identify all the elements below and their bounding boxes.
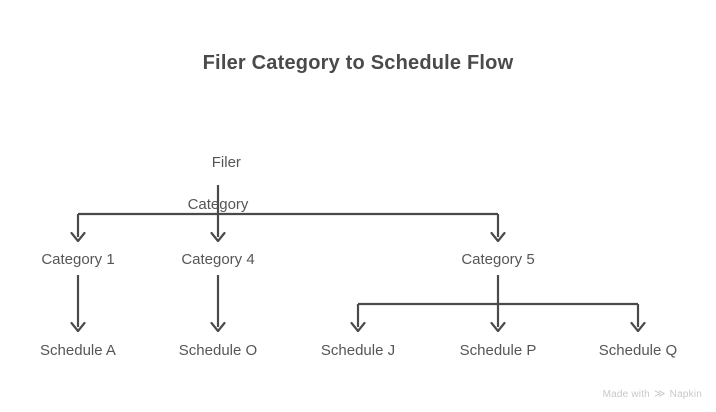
page-title: Filer Category to Schedule Flow <box>202 52 514 74</box>
arrowhead-to-schedule-q <box>630 321 646 333</box>
arrowhead-to-schedule-j <box>350 321 366 333</box>
arrowhead-to-schedule-a <box>70 321 86 333</box>
node-schedule-o[interactable]: Schedule O <box>178 342 258 359</box>
node-schedule-p[interactable]: Schedule P <box>459 342 537 359</box>
node-category-1[interactable]: Category 1 <box>41 251 115 268</box>
node-filer-category-line1: Filer <box>211 154 241 171</box>
watermark-made-with-label: Made with <box>602 389 650 400</box>
node-schedule-q[interactable]: Schedule Q <box>598 342 678 359</box>
node-category-4[interactable]: Category 4 <box>181 251 255 268</box>
napkin-watermark: Made with ≫ Napkin <box>602 388 702 401</box>
watermark-brand-label: Napkin <box>669 389 702 400</box>
arrowhead-to-category-5 <box>490 231 506 243</box>
node-schedule-a[interactable]: Schedule A <box>40 342 116 359</box>
arrowhead-to-schedule-o <box>210 321 226 333</box>
node-filer-category[interactable]: Filer Category <box>188 131 249 257</box>
arrowhead-to-category-1 <box>70 231 86 243</box>
node-filer-category-line2: Category <box>187 196 249 213</box>
arrowhead-to-schedule-p <box>490 321 506 333</box>
node-category-5[interactable]: Category 5 <box>461 251 535 268</box>
napkin-logo-icon: ≫ <box>653 388 666 400</box>
node-schedule-j[interactable]: Schedule J <box>320 342 396 359</box>
